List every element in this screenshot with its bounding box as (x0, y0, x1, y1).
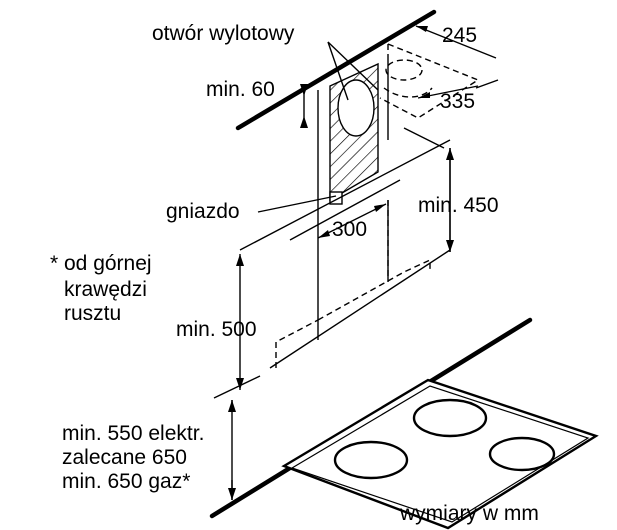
socket-label: gniazdo (166, 200, 240, 223)
dimension-300 (317, 203, 387, 239)
dimension-245 (415, 25, 497, 59)
cooking-zone (412, 398, 488, 438)
dimension-245-label: 245 (442, 24, 477, 47)
hob-line-3: min. 650 gaz* (62, 470, 190, 493)
dimension-335-label: 335 (440, 90, 475, 113)
units-label: wymiary w mm (399, 502, 539, 525)
cooking-zone (488, 436, 556, 472)
ceiling-line (235, 9, 437, 131)
note-line-1: * od górnej (50, 252, 152, 275)
hob-line-1: min. 550 elektr. (62, 422, 204, 445)
outlet-panel (329, 62, 379, 205)
dimension-min450 (446, 148, 454, 252)
note-line-2: krawędzi (64, 278, 147, 301)
outlet-opening (337, 79, 375, 137)
dimension-300-label: 300 (332, 218, 367, 241)
hob-line-2: zalecane 650 (62, 446, 187, 469)
hob (281, 378, 599, 530)
dimension-min60 (300, 84, 308, 128)
dimension-min500 (236, 254, 244, 390)
min450-label: min. 450 (418, 194, 499, 217)
outlet-label: otwór wylotowy (152, 22, 295, 45)
note-line-3: rusztu (64, 302, 121, 325)
min60-label: min. 60 (206, 78, 275, 101)
dimension-hob (228, 400, 236, 500)
cooking-zone (333, 440, 409, 480)
hood-body-outline (275, 258, 431, 368)
dimension-335 (417, 85, 479, 99)
min500-label: min. 500 (176, 318, 257, 341)
